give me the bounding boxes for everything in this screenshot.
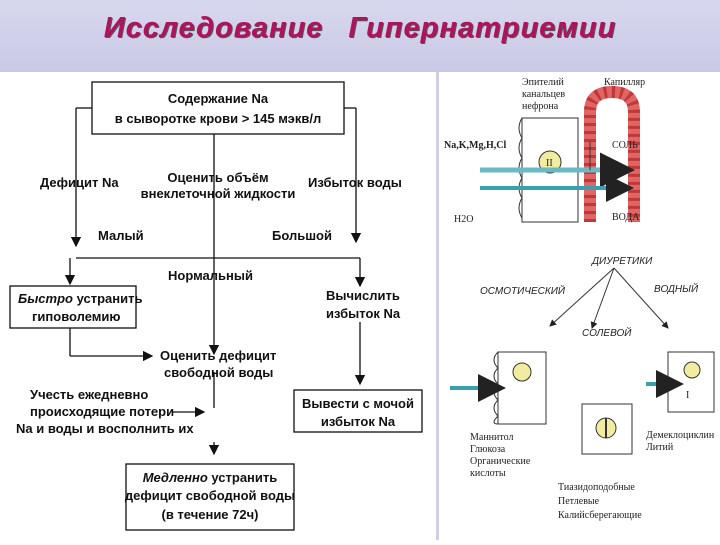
excess-water-label: Избыток воды <box>308 175 402 190</box>
assess-line1: Оценить объём <box>167 170 268 185</box>
osmotic-drug-2: Глюкоза <box>470 444 506 455</box>
deficit-na-label: Дефицит Na <box>40 175 119 190</box>
small-label: Малый <box>98 228 144 243</box>
diuretics-figure: Эпителий канальцев нефрона Капилляр II N… <box>444 77 715 521</box>
osmotic-drug-1: Маннитол <box>470 432 513 443</box>
saline-drug-1: Тиазидоподобные <box>558 482 635 493</box>
daily-line3: Na и воды и восполнить их <box>16 421 194 436</box>
osmotic-nucleus <box>512 362 532 382</box>
slow-line1: Медленно устранить <box>143 470 278 485</box>
daily-line2: происходящие потери <box>30 404 174 419</box>
slow-correction-box <box>125 463 295 531</box>
aqueous-drug-2: Литий <box>646 442 674 453</box>
estimate-line2: свободной воды <box>164 365 273 380</box>
cell-mark: II <box>546 158 553 169</box>
flowchart: Содержание Na в сыворотке крови > 145 мэ… <box>9 81 423 531</box>
panel-divider <box>436 72 439 540</box>
slide-title: Исследование Гипернатриемии <box>103 12 617 44</box>
title-bar <box>0 0 720 72</box>
osmotic-drug-4: кислоты <box>470 468 506 479</box>
fast-correction-box <box>9 285 137 329</box>
capillary-texture <box>584 85 640 222</box>
saline-label: СОЛЕВОЙ <box>582 326 632 339</box>
osmotic-drug-3: Органические <box>470 456 531 467</box>
flowchart-panel: Содержание Na в сыворотке крови > 145 мэ… <box>0 72 432 540</box>
assess-line2: внеклеточной жидкости <box>141 186 296 201</box>
top-box-line1: Содержание Na <box>168 91 269 106</box>
capillary-vessel <box>584 85 640 222</box>
aqueous-label: ВОДНЫЙ <box>654 282 699 295</box>
h2o-label: H2O <box>454 214 473 225</box>
salt-label: СОЛЬ <box>612 140 638 151</box>
urine-line2: избыток Na <box>321 414 396 429</box>
osmotic-label: ОСМОТИЧЕСКИЙ <box>480 284 566 297</box>
diuretics-figure-panel: Эпителий канальцев нефрона Капилляр II N… <box>440 72 720 540</box>
aqueous-drug-1: Демеклоциклин <box>646 430 715 441</box>
estimate-line1: Оценить дефицит <box>160 348 276 363</box>
urine-excretion-box <box>293 389 423 433</box>
fast-line1: Быстро устранить <box>18 291 142 306</box>
saline-drug-3: Калийсберегающие <box>558 510 642 521</box>
normal-label: Нормальный <box>168 268 253 283</box>
water-label: ВОДА <box>612 212 640 223</box>
diuretics-label: ДИУРЕТИКИ <box>591 256 653 267</box>
sodium-level-box <box>91 81 345 135</box>
top-box-line2: в сыворотке крови > 145 мэкв/л <box>115 111 321 126</box>
calc-excess-line2: избыток Na <box>326 306 401 321</box>
branch-aqueous <box>613 267 669 329</box>
daily-line1: Учесть ежедневно <box>30 387 148 402</box>
aqueous-nucleus <box>683 361 701 379</box>
calc-excess-line1: Вычислить <box>326 288 400 303</box>
ions-label: Na,K,Mg,H,Cl <box>444 140 506 151</box>
branch-saline <box>590 267 615 329</box>
fast-line2: гиповолемию <box>32 309 121 324</box>
large-label: Большой <box>272 228 332 243</box>
capillary-label: Капилляр <box>604 77 645 88</box>
slow-line3: (в течение 72ч) <box>161 507 258 522</box>
branch-osmotic <box>549 267 615 327</box>
aqueous-mark: I <box>686 390 689 401</box>
slow-line2: дефицит свободной воды <box>125 488 295 503</box>
urine-line1: Вывести с мочой <box>302 396 414 411</box>
saline-drug-2: Петлевые <box>558 496 600 507</box>
epithelium-line2: канальцев <box>522 89 565 100</box>
epithelium-line3: нефрона <box>522 101 559 112</box>
epithelium-line1: Эпителий <box>522 77 564 88</box>
